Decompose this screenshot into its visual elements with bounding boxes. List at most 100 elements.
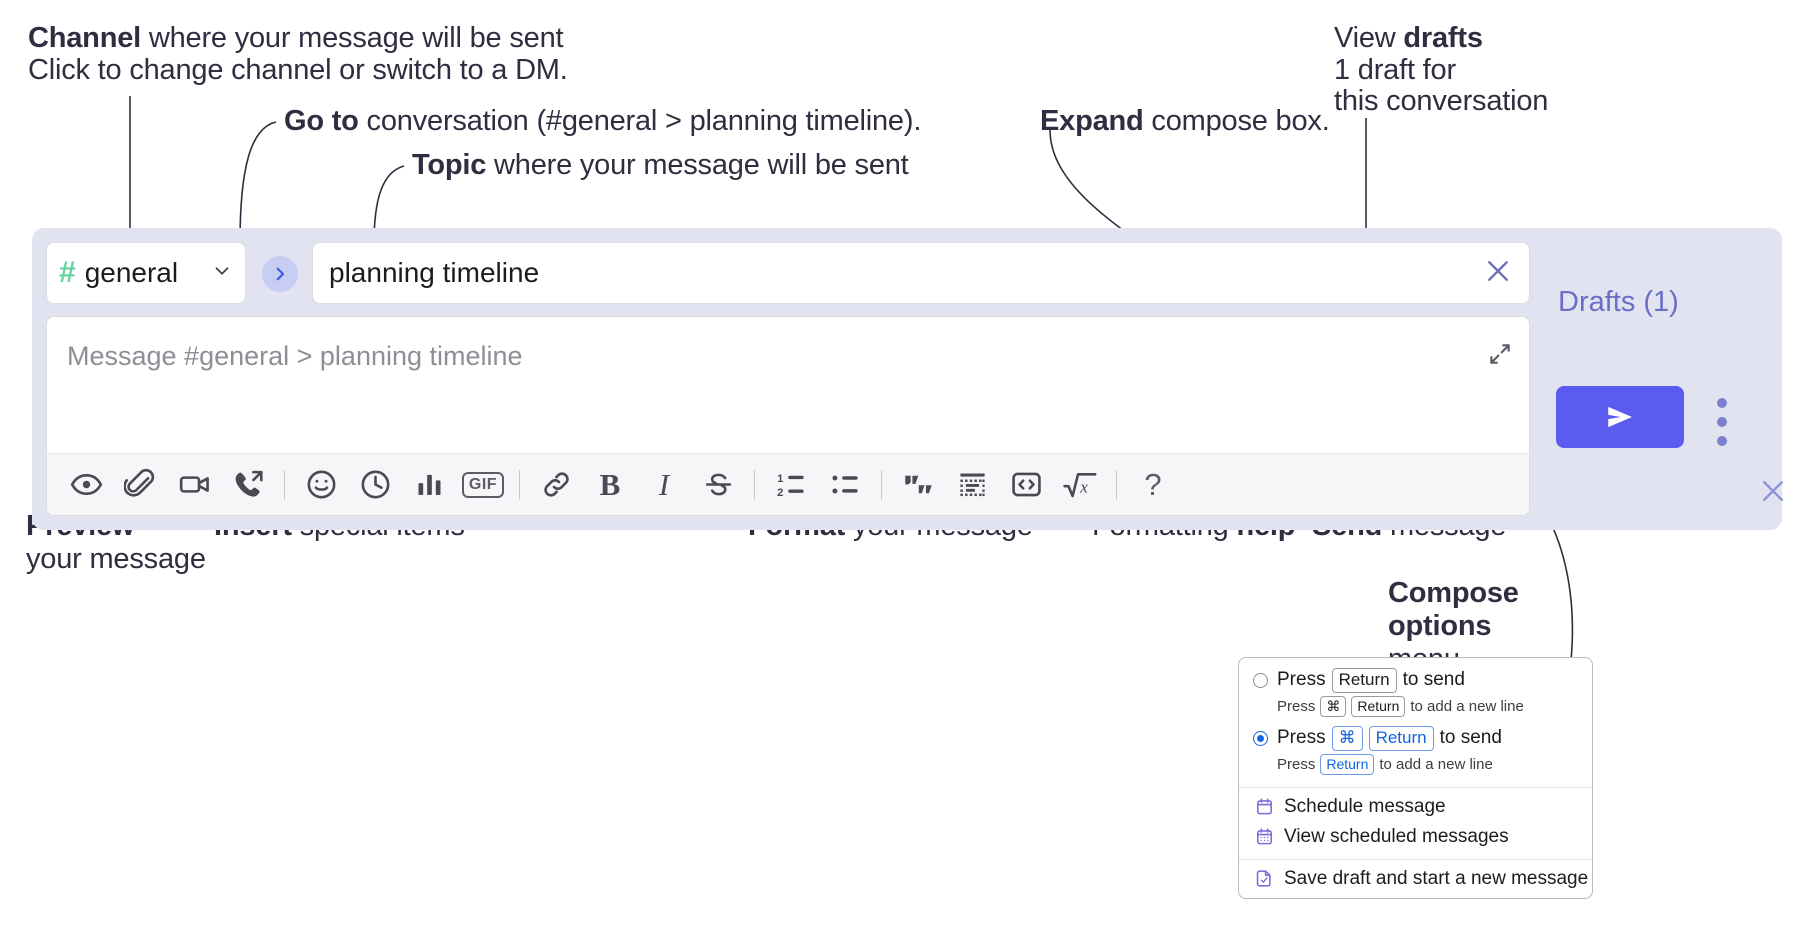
annotation-drafts-line2: 1 draft for — [1334, 54, 1456, 86]
opt2-sub-suffix: to add a new line — [1379, 755, 1493, 773]
menu-item-save-draft-label: Save draft and start a new message — [1284, 867, 1589, 889]
svg-text:x: x — [1079, 477, 1088, 496]
menu-item-view-scheduled-label: View scheduled messages — [1284, 825, 1509, 847]
formatting-toolbar: GIF B I — [47, 453, 1529, 515]
menu-item-schedule-message[interactable]: Schedule message — [1239, 792, 1592, 822]
help-label: ? — [1144, 466, 1162, 502]
annotation-drafts-line3: this conversation — [1334, 85, 1549, 117]
menu-divider — [1239, 858, 1592, 860]
topic-value: planning timeline — [329, 257, 540, 288]
blockquote-icon[interactable] — [891, 458, 945, 512]
annotation-drafts-normal: View — [1334, 22, 1404, 54]
emoji-icon[interactable] — [294, 458, 348, 512]
help-icon[interactable]: ? — [1126, 458, 1180, 512]
annotation-preview-line2: your message — [26, 543, 206, 575]
clear-topic-button[interactable] — [1483, 256, 1513, 291]
opt1-sub-suffix: to add a new line — [1410, 697, 1524, 715]
menu-divider — [1239, 786, 1592, 788]
annotation-channel-rest: where your message will be sent — [141, 22, 564, 54]
opt2-prefix: Press — [1277, 727, 1326, 749]
code-block-icon[interactable] — [945, 458, 999, 512]
ordered-list-icon[interactable]: 1 2 — [764, 458, 818, 512]
message-placeholder: Message #general > planning timeline — [67, 341, 523, 371]
menu-item-view-scheduled[interactable]: View scheduled messages — [1239, 822, 1592, 852]
menu-item-schedule-message-label: Schedule message — [1284, 795, 1446, 817]
annotation-channel: Channel where your message will be sent — [28, 22, 564, 54]
channel-selector[interactable]: # general — [46, 242, 246, 304]
expand-compose-button[interactable] — [1487, 341, 1513, 372]
gif-label: GIF — [461, 471, 505, 498]
toolbar-separator — [519, 469, 520, 500]
annotation-topic-rest: where your message will be sent — [486, 149, 909, 181]
opt1-key: Return — [1331, 668, 1397, 693]
bulleted-list-icon[interactable] — [818, 458, 872, 512]
opt1-sub-prefix: Press — [1277, 697, 1316, 715]
compose-widget: # general planning timeline — [32, 228, 1783, 530]
strikethrough-icon[interactable] — [691, 458, 745, 512]
opt1-sub-key1: ⌘ — [1320, 695, 1347, 717]
attachment-icon[interactable] — [113, 458, 167, 512]
annotation-topic: Topic where your message will be sent — [412, 149, 909, 181]
opt2-key1: ⌘ — [1331, 725, 1363, 751]
send-button[interactable] — [1556, 386, 1684, 448]
video-icon[interactable] — [167, 458, 221, 512]
annotation-channel-sub: Click to change channel or switch to a D… — [28, 54, 568, 86]
annotation-goto: Go to conversation (#general > planning … — [284, 105, 921, 137]
italic-icon[interactable]: I — [637, 458, 691, 512]
compose-options-button[interactable] — [1717, 398, 1727, 455]
drafts-link[interactable]: Drafts (1) — [1558, 286, 1679, 318]
calendar-icon — [1255, 797, 1274, 816]
opt1-suffix: to send — [1402, 669, 1465, 691]
opt1-prefix: Press — [1277, 669, 1326, 691]
annotation-goto-rest: conversation (#general > planning timeli… — [358, 105, 922, 137]
bold-icon[interactable]: B — [583, 458, 637, 512]
opt2-sub-prefix: Press — [1277, 755, 1316, 773]
toolbar-separator — [754, 469, 755, 500]
annotation-compose-options-bold1: Compose — [1388, 577, 1519, 609]
preview-icon[interactable] — [59, 458, 113, 512]
calendar-grid-icon — [1255, 827, 1274, 846]
channel-name-label: general — [84, 257, 179, 288]
gif-icon[interactable]: GIF — [456, 458, 510, 512]
annotation-channel-bold: Channel — [28, 22, 141, 54]
chevron-down-icon — [211, 260, 233, 287]
annotation-expand-rest: compose box. — [1143, 105, 1330, 137]
send-option-return-label: Press Return to send — [1277, 668, 1465, 693]
topic-input[interactable]: planning timeline — [312, 242, 1530, 304]
hash-icon: # — [59, 256, 76, 289]
radio-return[interactable] — [1253, 672, 1268, 688]
svg-text:2: 2 — [777, 487, 783, 499]
toolbar-separator — [284, 469, 285, 500]
annotation-topic-bold: Topic — [412, 149, 487, 181]
send-option-cmd-return-sub: Press Return to add a new line — [1239, 753, 1592, 780]
send-option-return-sub: Press ⌘ Return to add a new line — [1239, 695, 1592, 722]
send-option-cmd-return-label: Press ⌘ Return to send — [1277, 725, 1502, 751]
send-option-return[interactable]: Press Return to send — [1239, 664, 1592, 695]
send-option-cmd-return[interactable]: Press ⌘ Return to send — [1239, 722, 1592, 753]
menu-item-save-draft[interactable]: Save draft and start a new message — [1239, 864, 1592, 894]
link-icon[interactable] — [529, 458, 583, 512]
code-icon[interactable] — [999, 458, 1053, 512]
opt2-sub-key: Return — [1320, 753, 1375, 775]
close-compose-button[interactable] — [1758, 476, 1788, 511]
toolbar-separator — [1116, 469, 1117, 500]
audio-call-icon[interactable] — [221, 458, 275, 512]
bold-label: B — [599, 466, 621, 502]
italic-label: I — [658, 466, 670, 502]
annotation-compose-options-bold2: options — [1388, 610, 1492, 642]
annotation-goto-bold: Go to — [284, 105, 359, 137]
clock-icon[interactable] — [348, 458, 402, 512]
radio-cmd-return[interactable] — [1253, 730, 1268, 746]
annotation-compose-options-line2: options — [1388, 610, 1492, 642]
annotation-compose-options-line1: Compose — [1388, 577, 1519, 609]
kebab-dot — [1717, 436, 1727, 446]
kebab-dot — [1717, 398, 1727, 408]
annotation-expand-bold: Expand — [1040, 105, 1144, 137]
message-input-area[interactable]: Message #general > planning timeline — [46, 316, 1530, 516]
opt1-sub-key2: Return — [1351, 695, 1406, 717]
poll-icon[interactable] — [402, 458, 456, 512]
save-draft-icon — [1255, 869, 1274, 888]
compose-options-menu: Press Return to send Press ⌘ Return to a… — [1238, 657, 1593, 899]
math-icon[interactable]: x — [1053, 458, 1107, 512]
goto-conversation-button[interactable] — [262, 256, 298, 292]
